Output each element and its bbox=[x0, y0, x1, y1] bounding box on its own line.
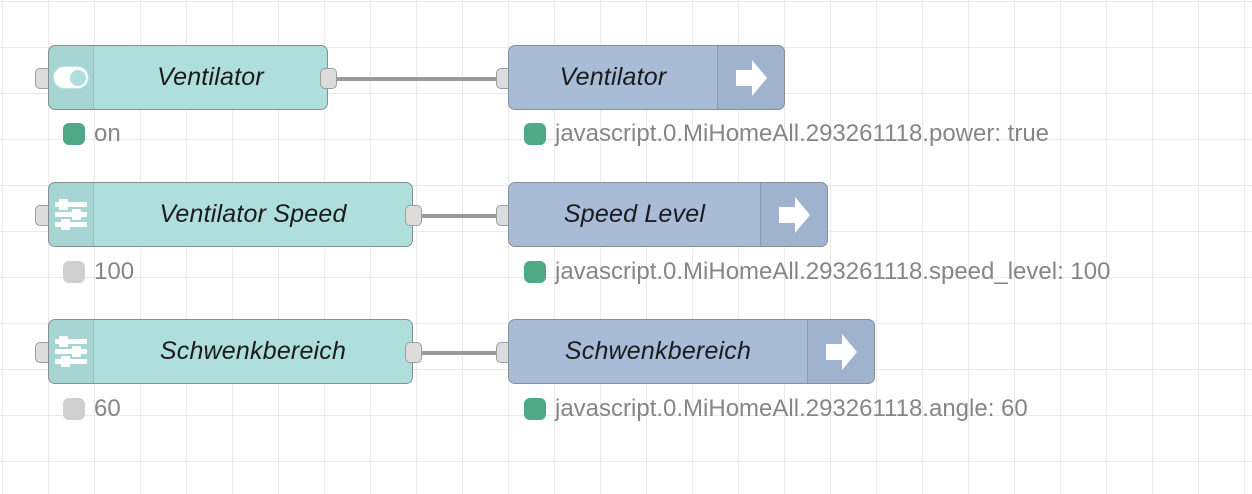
output-port-row-3-source[interactable] bbox=[405, 342, 422, 363]
sliders-icon bbox=[55, 335, 87, 367]
status-row-2-target: javascript.0.MiHomeAll.293261118.speed_l… bbox=[524, 258, 1110, 286]
status-label: javascript.0.MiHomeAll.293261118.power: … bbox=[555, 120, 1050, 147]
arrow-right-icon-box bbox=[807, 320, 874, 383]
status-dot-grey bbox=[63, 398, 85, 420]
status-dot-green bbox=[63, 123, 85, 145]
node-row-2-target-label: Speed Level bbox=[563, 200, 706, 228]
toggle-switch-icon-box bbox=[49, 46, 94, 109]
node-row-1-source[interactable]: Ventilator bbox=[48, 45, 328, 110]
status-label: 60 bbox=[94, 395, 121, 422]
arrow-right-icon-box bbox=[760, 183, 827, 246]
wire-row-3[interactable] bbox=[414, 351, 512, 355]
status-label: javascript.0.MiHomeAll.293261118.angle: … bbox=[555, 395, 1028, 422]
arrow-right-icon bbox=[826, 333, 857, 370]
status-row-1-target: javascript.0.MiHomeAll.293261118.power: … bbox=[524, 120, 1049, 148]
toggle-switch-icon bbox=[54, 67, 88, 88]
sliders-icon-box bbox=[49, 320, 94, 383]
status-dot-green bbox=[524, 123, 546, 145]
status-dot-green bbox=[524, 261, 546, 283]
arrow-right-icon-box bbox=[717, 46, 784, 109]
status-label: 100 bbox=[94, 258, 135, 285]
node-row-2-source-label: Ventilator Speed bbox=[159, 200, 347, 228]
wire-row-1[interactable] bbox=[330, 77, 512, 81]
sliders-icon-box bbox=[49, 183, 94, 246]
arrow-right-icon bbox=[779, 196, 810, 233]
node-row-3-source-label: Schwenkbereich bbox=[159, 337, 347, 365]
node-row-1-source-label: Ventilator bbox=[157, 63, 264, 91]
node-row-3-source[interactable]: Schwenkbereich bbox=[48, 319, 413, 384]
status-row-2-source: 100 bbox=[63, 258, 134, 286]
output-port-row-1-source[interactable] bbox=[320, 68, 337, 89]
status-dot-green bbox=[524, 398, 546, 420]
node-row-1-target-label: Ventilator bbox=[559, 63, 667, 91]
wire-row-2[interactable] bbox=[414, 214, 512, 218]
status-label: javascript.0.MiHomeAll.293261118.speed_l… bbox=[555, 258, 1111, 285]
node-row-1-target[interactable]: Ventilator bbox=[508, 45, 785, 110]
node-row-2-target[interactable]: Speed Level bbox=[508, 182, 828, 247]
node-row-3-target[interactable]: Schwenkbereich bbox=[508, 319, 875, 384]
status-row-1-source: on bbox=[63, 120, 121, 148]
output-port-row-2-source[interactable] bbox=[405, 205, 422, 226]
status-row-3-target: javascript.0.MiHomeAll.293261118.angle: … bbox=[524, 395, 1028, 423]
arrow-right-icon bbox=[736, 59, 767, 96]
node-row-3-target-label: Schwenkbereich bbox=[564, 337, 752, 365]
status-row-3-source: 60 bbox=[63, 395, 121, 423]
sliders-icon bbox=[55, 198, 87, 230]
node-row-2-source[interactable]: Ventilator Speed bbox=[48, 182, 413, 247]
status-dot-grey bbox=[63, 261, 85, 283]
status-label: on bbox=[94, 120, 121, 147]
